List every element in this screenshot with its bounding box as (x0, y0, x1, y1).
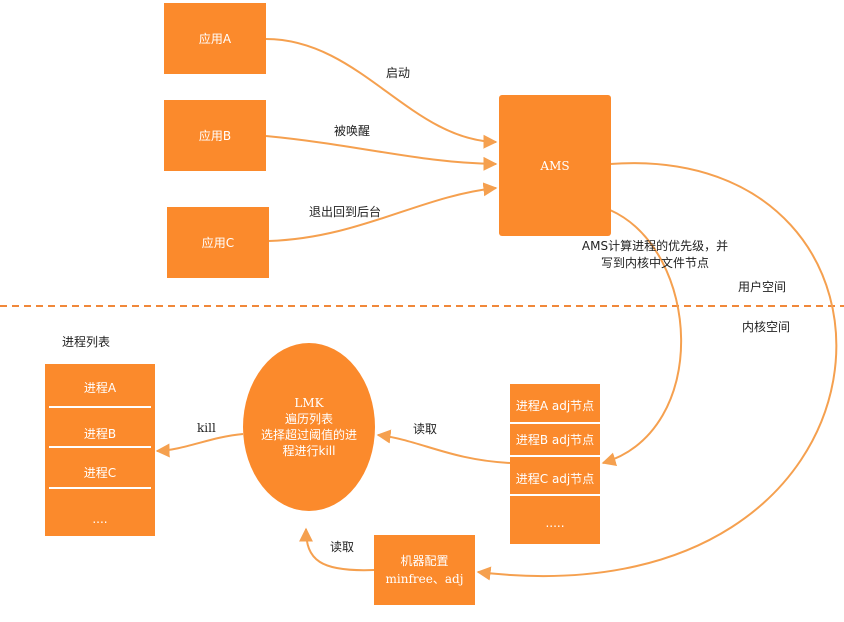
ams-note-line1: AMS计算进程的优先级，并 (581, 239, 729, 253)
arrow-config-to-lmk (299, 527, 375, 572)
adj-node-item: 进程B adj节点 (515, 432, 595, 447)
lmk-line3: 选择超过阈值的进 (260, 428, 357, 442)
edge-label-start: 启动 (386, 66, 411, 80)
process-list-divider (49, 406, 151, 408)
adj-node-item: 进程C adj节点 (515, 471, 595, 486)
arrow-ams-to-adj-nodes (601, 209, 683, 467)
adj-node-divider (510, 455, 600, 457)
edge-label-read-nodes: 读取 (413, 422, 438, 436)
edge-label-awakened: 被唤醒 (334, 124, 371, 138)
arrow-app-b-to-ams (265, 135, 498, 171)
app-a-label: 应用A (198, 32, 232, 46)
kernel-space-label: 内核空间 (742, 320, 791, 334)
process-list-divider (49, 446, 151, 448)
process-list-item: .... (92, 512, 108, 526)
lmk-line1: LMK (294, 396, 324, 410)
ams-note-line2: 写到内核中文件节点 (600, 256, 709, 270)
arrow-adj-nodes-to-lmk (376, 429, 511, 464)
ams-label: AMS (540, 158, 570, 173)
machine-config-box: 机器配置 minfree、adj (374, 535, 475, 605)
edge-label-to-background: 退出回到后台 (309, 205, 382, 219)
lmk-line4: 程进行kill (282, 444, 336, 458)
process-list: 进程A 进程B 进程C .... (45, 364, 155, 536)
app-c-box: 应用C (167, 207, 269, 278)
edge-label-kill: kill (197, 421, 216, 435)
process-list-title: 进程列表 (62, 335, 111, 349)
process-list-item: 进程A (83, 380, 117, 395)
process-list-item: 进程C (83, 465, 117, 480)
lmk-line2: 遍历列表 (284, 412, 333, 426)
edge-label-read-config: 读取 (330, 540, 355, 554)
lmk-node: LMK 遍历列表 选择超过阈值的进 程进行kill (243, 343, 375, 511)
arrow-ams-to-config (476, 162, 838, 581)
arrow-lmk-to-process-list (155, 433, 244, 458)
user-space-label: 用户空间 (738, 280, 787, 294)
adj-node-divider (510, 494, 600, 496)
arrow-app-a-to-ams (265, 38, 498, 149)
process-list-divider (49, 487, 151, 489)
config-line2: minfree、adj (385, 572, 464, 586)
ams-note: AMS计算进程的优先级，并 写到内核中文件节点 (560, 238, 750, 272)
adj-node-divider (510, 422, 600, 424)
adj-node-item: 进程A adj节点 (515, 398, 595, 413)
arrow-app-c-to-ams (268, 182, 498, 242)
app-a-box: 应用A (164, 3, 266, 74)
adj-node-item: ..... (545, 516, 565, 530)
process-list-item: 进程B (83, 426, 117, 441)
app-b-box: 应用B (164, 100, 266, 171)
config-line1: 机器配置 (400, 554, 449, 568)
ams-box: AMS (499, 95, 611, 236)
adj-node-list: 进程A adj节点 进程B adj节点 进程C adj节点 ..... (510, 384, 600, 544)
app-b-label: 应用B (198, 129, 232, 143)
app-c-label: 应用C (201, 236, 235, 250)
